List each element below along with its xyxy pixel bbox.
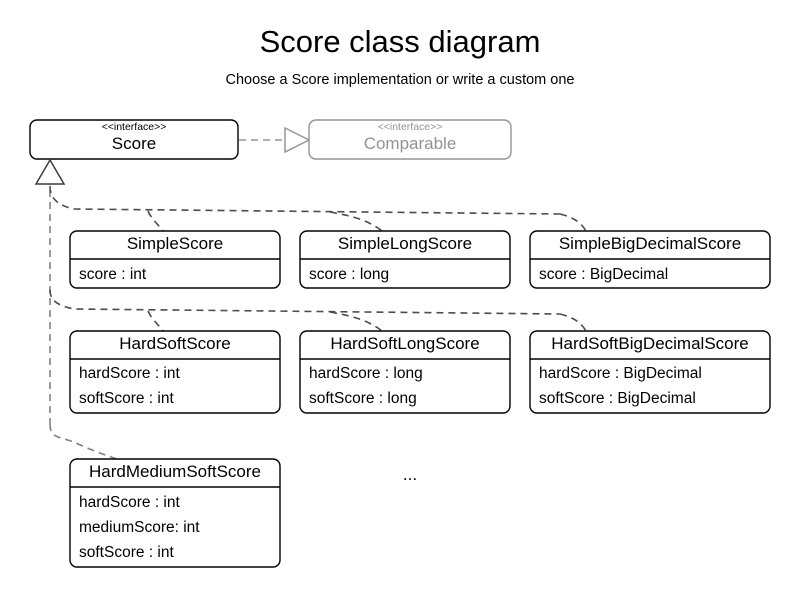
class-box-hardsoftlongscore-attr-1: softScore : long [309, 390, 417, 407]
class-box-hardsoftscore-attr-1: softScore : int [79, 390, 174, 407]
class-box-hardsoftlongscore-attr-0: hardScore : long [309, 365, 423, 382]
page-title: Score class diagram [260, 24, 541, 59]
inheritance-row2-drop-hardsoftlongscore [329, 311, 383, 332]
class-box-simplebigdecimalscore-attr-0: score : BigDecimal [539, 266, 668, 283]
inheritance-row2-spine [49, 289, 561, 315]
class-box-hardsoftlongscore[interactable]: HardSoftLongScore hardScore : long softS… [299, 330, 511, 414]
class-box-simplescore[interactable]: SimpleScore score : int [69, 230, 281, 289]
class-box-hardsoftbigdecimalscore-attr-1: softScore : BigDecimal [539, 390, 696, 407]
class-box-score[interactable]: <<interface>> Score [29, 119, 239, 160]
inheritance-row1-spine [49, 185, 561, 215]
class-box-hardsoftlongscore-rect[interactable] [299, 330, 511, 414]
generalization-connectors [49, 178, 587, 461]
class-box-hardsoftscore-rect[interactable] [69, 330, 281, 414]
inheritance-row2-drop-hardsoftscore [147, 310, 165, 333]
class-box-comparable-rect[interactable] [308, 119, 512, 160]
inheritance-row1-drop-simplelongscore [329, 211, 383, 232]
class-box-score-stereotype: <<interface>> [102, 121, 167, 133]
page-subtitle: Choose a Score implementation or write a… [226, 72, 575, 88]
class-box-hardsoftlongscore-name: HardSoftLongScore [330, 334, 479, 353]
class-box-hardsoftbigdecimalscore-name: HardSoftBigDecimalScore [551, 334, 748, 353]
class-box-hardmediumsoftscore-attr-2: softScore : int [79, 544, 174, 561]
class-box-hardmediumsoftscore-name: HardMediumSoftScore [89, 462, 261, 481]
inheritance-branch-hardmediumsoftscore [49, 423, 121, 461]
class-box-score-rect[interactable] [29, 119, 239, 160]
class-box-simplescore-attr-0: score : int [79, 266, 147, 283]
class-box-hardmediumsoftscore[interactable]: HardMediumSoftScore hardScore : int medi… [69, 458, 281, 568]
class-box-hardmediumsoftscore-attr-0: hardScore : int [79, 494, 180, 511]
class-box-comparable-stereotype: <<interface>> [378, 121, 443, 133]
class-box-hardsoftscore[interactable]: HardSoftScore hardScore : int softScore … [69, 330, 281, 414]
inheritance-row1-drop-simplebigdecimalscore [559, 213, 587, 232]
class-box-simplelongscore-attr-0: score : long [309, 266, 389, 283]
realization-connector [239, 126, 311, 154]
class-box-simplescore-name: SimpleScore [127, 234, 223, 253]
class-box-hardsoftscore-name: HardSoftScore [119, 334, 231, 353]
realization-arrowhead-icon [284, 126, 311, 154]
class-box-hardsoftbigdecimalscore-attr-0: hardScore : BigDecimal [539, 365, 702, 382]
class-box-hardmediumsoftscore-attr-1: mediumScore: int [79, 519, 200, 536]
class-box-simplebigdecimalscore-name: SimpleBigDecimalScore [559, 234, 741, 253]
class-box-score-name: Score [112, 134, 156, 153]
class-box-hardsoftscore-attr-0: hardScore : int [79, 365, 180, 382]
class-box-simplelongscore-name: SimpleLongScore [338, 234, 472, 253]
class-box-hardsoftbigdecimalscore-rect[interactable] [529, 330, 771, 414]
class-box-hardsoftbigdecimalscore[interactable]: HardSoftBigDecimalScore hardScore : BigD… [529, 330, 771, 414]
inheritance-row1-drop-simplescore [147, 210, 165, 233]
class-box-comparable[interactable]: <<interface>> Comparable [308, 119, 512, 160]
class-box-simplelongscore[interactable]: SimpleLongScore score : long [299, 230, 511, 289]
class-box-simplebigdecimalscore[interactable]: SimpleBigDecimalScore score : BigDecimal [529, 230, 771, 289]
generalization-triangle-icon [34, 158, 66, 185]
more-classes-ellipsis: ... [403, 465, 417, 484]
inheritance-row2-drop-hardsoftbigdecimalscore [559, 313, 587, 332]
class-box-hardmediumsoftscore-rect[interactable] [69, 458, 281, 568]
class-box-comparable-name: Comparable [364, 134, 457, 153]
